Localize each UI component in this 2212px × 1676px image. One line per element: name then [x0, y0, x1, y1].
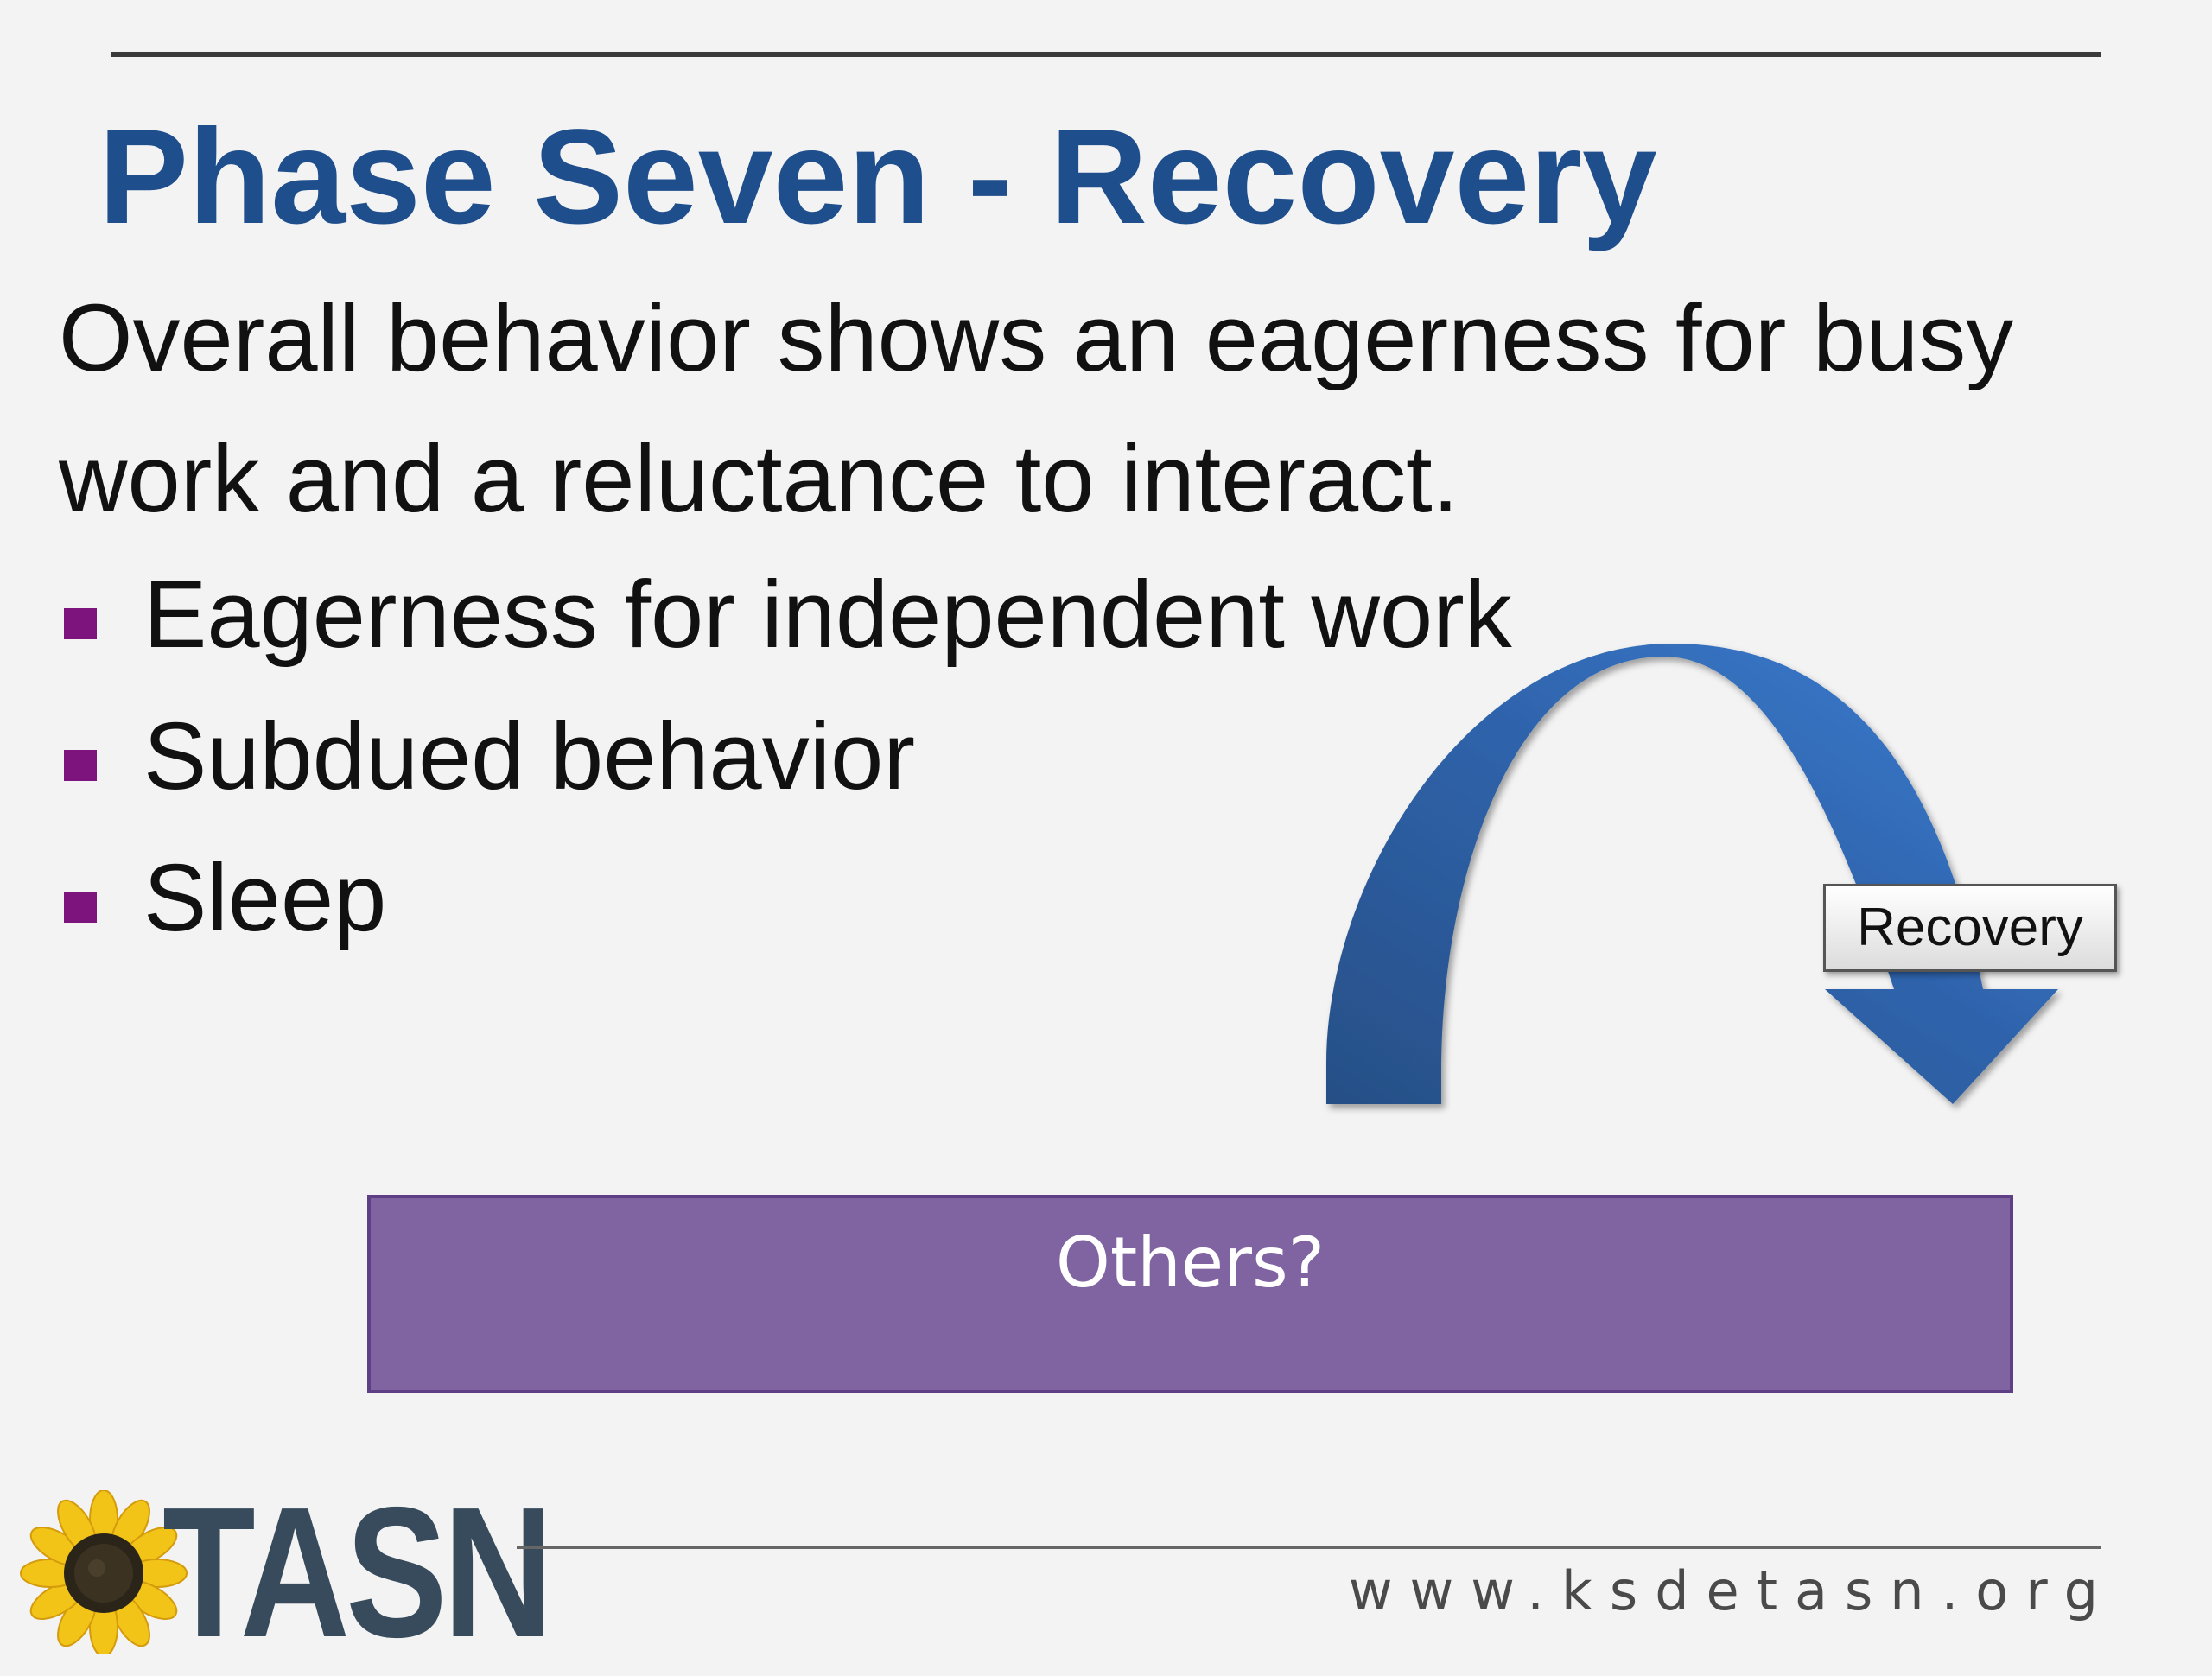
footer-url: www.ksdetasn.org — [1348, 1559, 2115, 1622]
bullet-text: Eagerness for independent work — [143, 562, 1512, 668]
bullet-text: Sleep — [143, 845, 387, 951]
top-rule — [111, 52, 2101, 57]
footer-rule — [517, 1546, 2101, 1549]
bullet-text: Subdued behavior — [143, 703, 915, 809]
sunflower-icon — [20, 1490, 188, 1654]
tasn-logo: TASN — [17, 1479, 553, 1665]
slide-title: Phase Seven - Recovery — [99, 102, 1657, 252]
recovery-label-box: Recovery — [1823, 884, 2117, 972]
intro-text: Overall behavior shows an eagerness for … — [59, 285, 2014, 532]
square-bullet-icon — [64, 608, 97, 639]
others-box: Others? — [367, 1195, 2013, 1393]
logo-text: TASN — [162, 1468, 553, 1676]
square-bullet-icon — [64, 750, 97, 781]
square-bullet-icon — [64, 892, 97, 923]
